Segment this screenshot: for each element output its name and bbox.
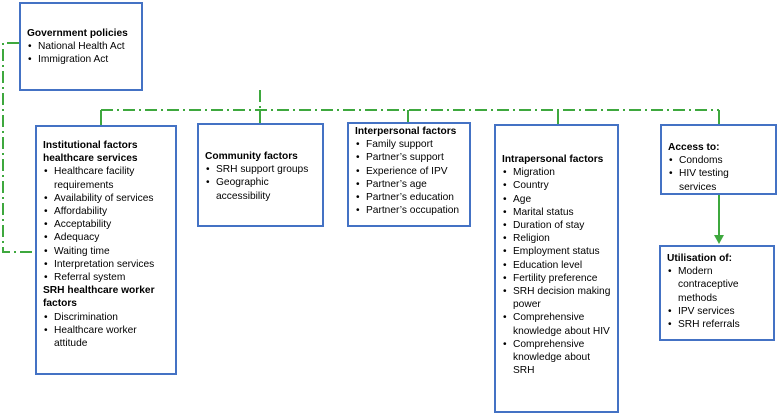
access-title: Access to:	[668, 142, 720, 153]
intrapersonal-factors-list: Migration Country Age Marital status Dur…	[502, 166, 611, 377]
list-item: Healthcare facility requirements	[43, 165, 169, 191]
government-policies-list: National Health Act Immigration Act	[27, 40, 135, 67]
list-item: Adequacy	[43, 231, 169, 244]
list-item: Acceptability	[43, 218, 169, 231]
institutional-factors-title: Institutional factors healthcare service…	[43, 140, 138, 165]
list-item: Condoms	[668, 154, 769, 167]
list-item: Family support	[355, 138, 463, 151]
utilisation-list: Modern contraceptive methods IPV service…	[667, 265, 767, 331]
list-item: Healthcare worker attitude	[43, 324, 169, 350]
arrow-head	[714, 235, 724, 244]
list-item: Interpretation services	[43, 258, 169, 271]
list-item: Duration of stay	[502, 219, 611, 232]
list-item: Partner’s age	[355, 178, 463, 191]
list-item: Referral system	[43, 271, 169, 284]
list-item: Marital status	[502, 206, 611, 219]
list-item: Employment status	[502, 245, 611, 258]
list-item: Partner’s support	[355, 151, 463, 164]
list-item: SRH decision making power	[502, 285, 611, 311]
list-item: Modern contraceptive methods	[667, 265, 767, 305]
access-box: Access to: Condoms HIV testing services	[660, 124, 777, 195]
government-policies-box: Government policies National Health Act …	[19, 2, 143, 91]
list-item: Education level	[502, 259, 611, 272]
institutional-factors-list: Healthcare facility requirements Availab…	[43, 165, 169, 284]
list-item: Comprehensive knowledge about SRH	[502, 338, 611, 378]
list-item: Affordability	[43, 205, 169, 218]
community-factors-list: SRH support groups Geographic accessibil…	[205, 163, 316, 203]
srh-worker-factors-list: Discrimination Healthcare worker attitud…	[43, 311, 169, 351]
utilisation-title: Utilisation of:	[667, 253, 733, 264]
list-item: Availability of services	[43, 192, 169, 205]
list-item: Immigration Act	[27, 53, 135, 66]
list-item: IPV services	[667, 305, 767, 318]
list-item: Geographic accessibility	[205, 176, 316, 202]
list-item: Waiting time	[43, 245, 169, 258]
utilisation-box: Utilisation of: Modern contraceptive met…	[659, 245, 775, 341]
interpersonal-factors-list: Family support Partner’s support Experie…	[355, 138, 463, 217]
list-item: Fertility preference	[502, 272, 611, 285]
list-item: SRH support groups	[205, 163, 316, 176]
srh-worker-factors-title: SRH healthcare worker factors	[43, 285, 155, 310]
interpersonal-factors-box: Interpersonal factors Family support Par…	[347, 122, 471, 227]
list-item: National Health Act	[27, 40, 135, 53]
list-item: Experience of IPV	[355, 165, 463, 178]
list-item: Country	[502, 179, 611, 192]
interpersonal-factors-title: Interpersonal factors	[355, 126, 457, 137]
list-item: Migration	[502, 166, 611, 179]
intrapersonal-factors-title: Intrapersonal factors	[502, 154, 604, 165]
list-item: Religion	[502, 232, 611, 245]
list-item: Partner’s occupation	[355, 204, 463, 217]
list-item: Comprehensive knowledge about HIV	[502, 311, 611, 337]
list-item: HIV testing services	[668, 167, 769, 193]
list-item: Discrimination	[43, 311, 169, 324]
list-item: SRH referrals	[667, 318, 767, 331]
access-list: Condoms HIV testing services	[668, 154, 769, 194]
intrapersonal-factors-box: Intrapersonal factors Migration Country …	[494, 124, 619, 413]
institutional-factors-box: Institutional factors healthcare service…	[35, 125, 177, 375]
government-link-line	[2, 42, 35, 253]
list-item: Age	[502, 193, 611, 206]
community-factors-title: Community factors	[205, 151, 298, 162]
government-policies-title: Government policies	[27, 28, 128, 39]
list-item: Partner’s education	[355, 191, 463, 204]
community-factors-box: Community factors SRH support groups Geo…	[197, 123, 324, 227]
